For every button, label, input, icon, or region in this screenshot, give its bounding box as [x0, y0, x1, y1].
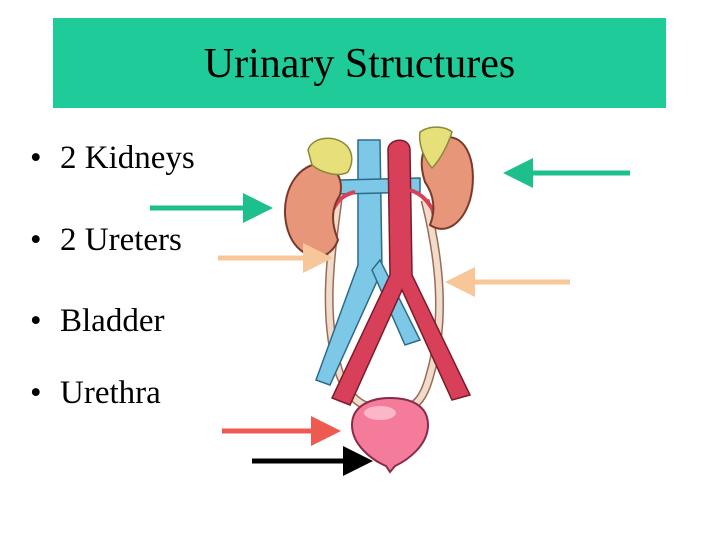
adrenal-glands — [307, 126, 453, 176]
left-kidney — [284, 163, 342, 258]
renal-vessels — [328, 188, 438, 217]
bullet-ureters: •2 Ureters — [30, 222, 182, 258]
bullet-bladder-label: Bladder — [60, 303, 165, 339]
aorta — [330, 139, 472, 406]
slide-title: Urinary Structures — [203, 41, 516, 87]
bullet-ureters-label: 2 Ureters — [60, 222, 182, 258]
title-bar: Urinary Structures — [53, 18, 666, 108]
bullet-urethra-label: Urethra — [60, 375, 161, 411]
bullet-bladder: •Bladder — [30, 303, 165, 339]
bullet-urethra: •Urethra — [30, 375, 161, 411]
bullet-kidneys: •2 Kidneys — [30, 140, 195, 176]
bullet-kidneys-label: 2 Kidneys — [60, 140, 195, 176]
